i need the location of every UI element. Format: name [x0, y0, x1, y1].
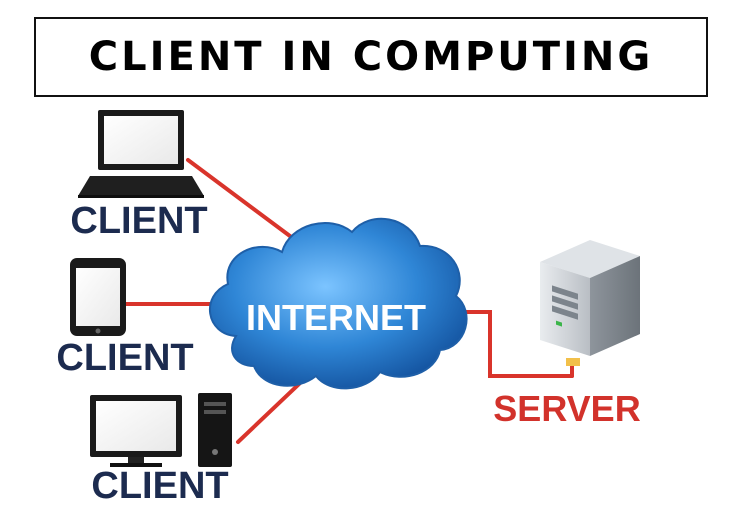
title-box: CLIENT IN COMPUTING [34, 17, 708, 97]
client-label-phone: CLIENT [56, 337, 193, 379]
internet-label: INTERNET [246, 297, 426, 338]
link-internet-server [450, 310, 574, 378]
server-label: SERVER [493, 388, 640, 429]
smartphone-icon [70, 258, 126, 336]
link-laptop-internet [186, 158, 300, 244]
cloud-icon [209, 217, 468, 390]
laptop-icon [78, 110, 204, 198]
server-tower-icon [540, 240, 640, 366]
desktop-computer-icon [90, 393, 232, 467]
connection-lines [124, 158, 574, 444]
page-title: CLIENT IN COMPUTING [88, 34, 654, 80]
client-label-desktop: CLIENT [91, 465, 228, 507]
client-label-laptop: CLIENT [70, 200, 207, 242]
